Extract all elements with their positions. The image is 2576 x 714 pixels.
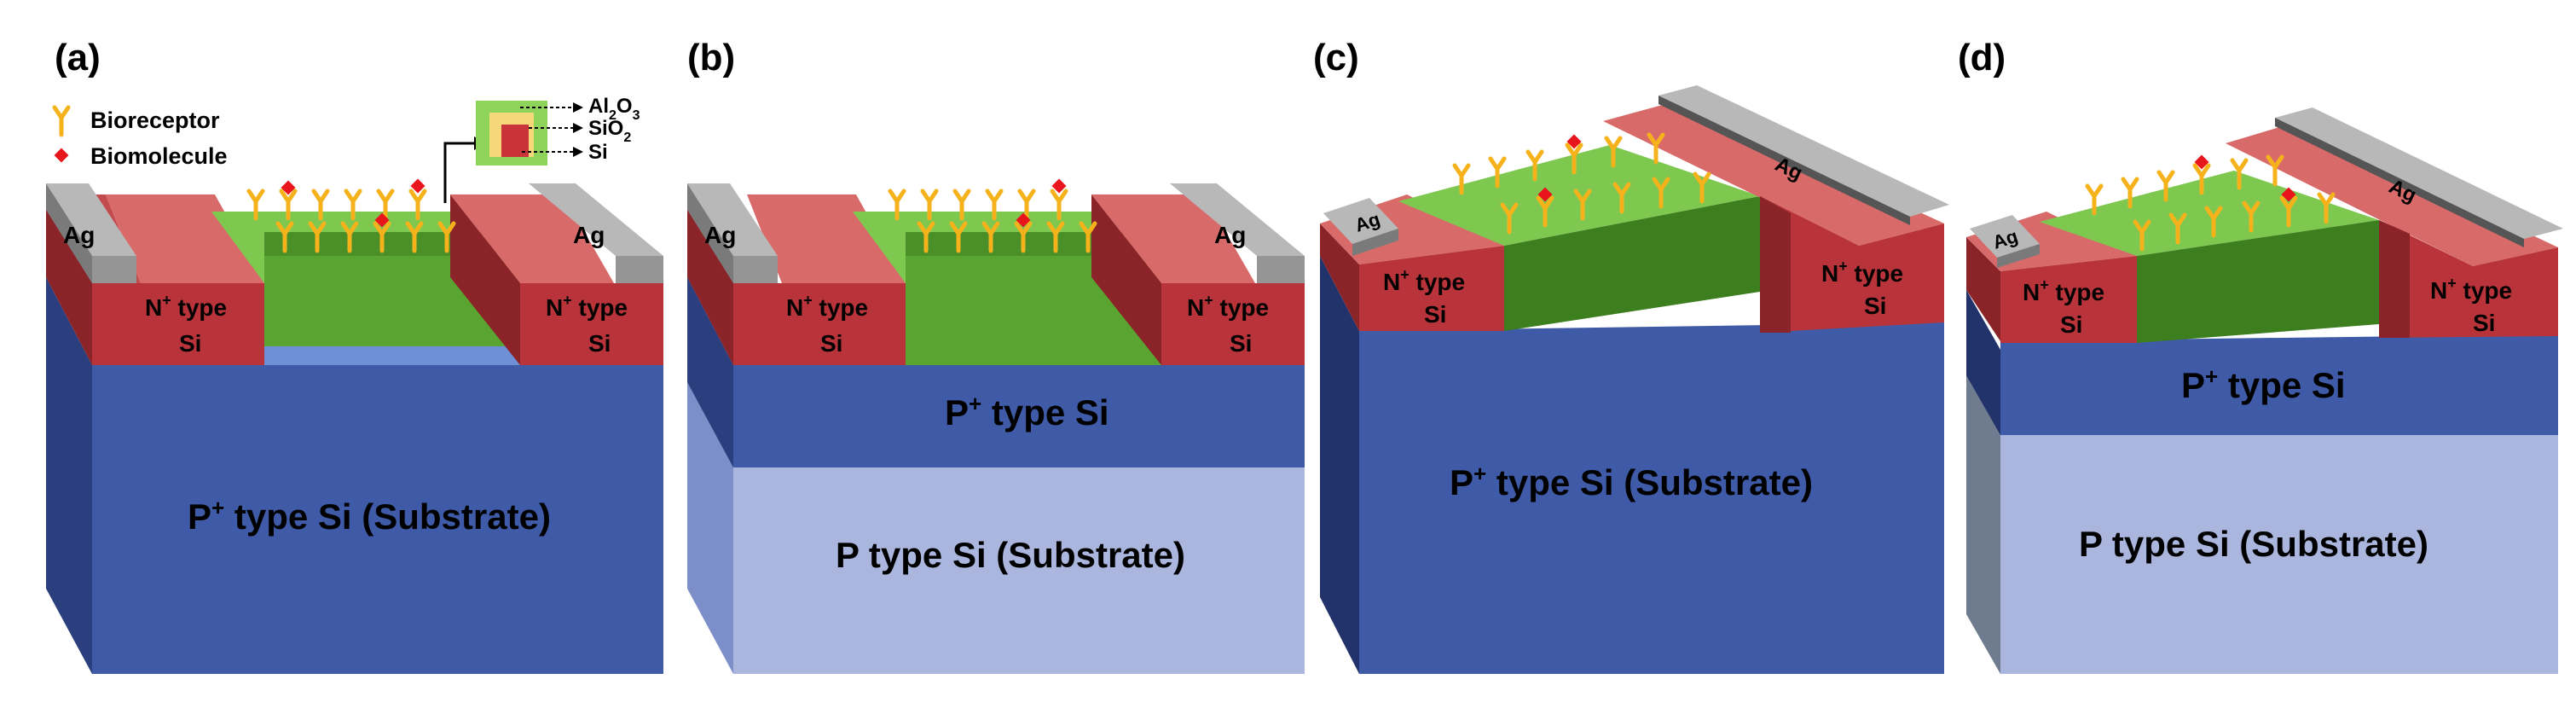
panel-c-channel-front [1504,196,1760,331]
panel-b-ag-right-top [1170,183,1305,256]
legend-bioreceptor-label: Bioreceptor [90,107,220,133]
panel-b-middle-label: P+ type Si [945,391,1109,432]
biomolecule-icon [54,148,69,163]
inset-al2o3-label: Al2O3 [588,95,640,123]
panel-d-middle-side [1966,290,2000,435]
layer-inset: Al2O3 SiO2 Si [443,95,640,203]
panel-c-n-right-label: N+ type Si [1821,258,1910,319]
panel-c-n-right-top [1603,101,1944,246]
panel-c-substrate-side [1320,256,1359,674]
panel-d-middle-front [2000,334,2558,437]
panel-d-ag-right-edge [2275,118,2524,247]
panel-b-n-left-label: N+ type Si [786,292,875,357]
panel-a-n-left-side [46,194,92,365]
panel-b-ag-left-side [687,183,733,283]
panel-a-gate-gap [264,346,520,365]
panel-c-substrate-label: P+ type Si (Substrate) [1450,461,1813,502]
inset-si-label: Si [588,141,608,164]
panel-d-ag-left-top [1970,215,2040,258]
panel-b-substrate-front [733,467,1305,674]
panel-d-ag-right-top [2275,107,2563,239]
panel-b-ag-left-label: Ag [704,222,736,248]
panel-b-n-right-side [1091,194,1161,365]
panel-b-substrate-label: P type Si (Substrate) [836,535,1185,575]
panel-c: (c) Ag Ag N+ type Si N+ type Si [1313,37,1949,674]
panel-a-label: (a) [55,37,101,78]
bioreceptor-icon [55,107,68,135]
panel-d-n-right-label: N+ type Si [2430,275,2519,336]
panel-c-n-left-side [1320,223,1359,331]
panel-d-substrate-front [2000,435,2558,674]
panel-a-ag-right-front [616,256,663,283]
panel-a-ag-right-top [529,183,663,256]
panel-b-n-left-side [687,194,733,365]
panel-d-n-left-label: N+ type Si [2023,276,2111,338]
panel-a-n-right-side [450,194,520,365]
panel-a-substrate-front [92,365,663,674]
panel-b-middle-side [687,277,733,467]
panel-b-ag-left-top [687,183,778,256]
panel-d-n-right-top [2226,123,2558,266]
legend: Bioreceptor Biomolecule [55,107,228,169]
panel-d-middle-label: P+ type Si [2181,363,2346,405]
legend-biomolecule-label: Biomolecule [90,143,228,169]
panel-b-n-right-label: N+ type Si [1187,292,1276,357]
panel-d-substrate-label: P type Si (Substrate) [2079,524,2428,564]
panel-d-n-left-side [1966,237,2000,341]
panel-a-substrate-label: P+ type Si (Substrate) [188,495,551,537]
panel-a-ag-left-front [92,256,136,283]
inset-pointer-arrow [443,142,474,203]
panel-c-ag-left-front [1352,229,1398,256]
panel-a-n-right-front [520,283,663,365]
panel-c-ag-right-top [1658,85,1949,217]
panel-a-ag-left-top [46,183,136,256]
panel-d: (d) Ag Ag N+ type Si N+ type Si [1958,37,2563,674]
panel-d-n-left-front [2000,256,2137,343]
panel-b-ag-right-front [1257,256,1305,283]
panel-a-ag-right-label: Ag [573,222,605,248]
panel-d-n-right-front [2379,220,2558,338]
inset-sio2-label: SiO2 [588,117,631,145]
panel-c-n-left-label: N+ type Si [1383,266,1472,328]
panel-a-ag-left-label: Ag [63,222,95,248]
panel-a-n-left-front [92,283,264,365]
panel-a-n-right-label: N+ type Si [546,292,634,357]
panel-a-n-left-label: N+ type Si [145,292,234,357]
panel-c-substrate-front [1359,322,1944,674]
panel-c-n-right-side [1760,196,1791,333]
panel-b-label: (b) [687,37,735,78]
panel-b-middle-front [733,365,1305,467]
panel-c-label: (c) [1313,37,1359,78]
panel-c-n-left-front [1359,246,1504,331]
panel-d-label: (d) [1958,37,2006,78]
panel-c-n-right-front [1760,196,1944,333]
panel-c-ag-left-top [1323,198,1398,244]
panel-d-channel-front [2137,220,2379,343]
panel-b-ag-right-label: Ag [1214,222,1246,248]
panel-d-n-right-side [2379,220,2410,338]
panel-a: (a) Ag Ag N+ type Si N+ type [46,37,663,674]
panel-c-ag-right-edge [1658,96,1910,225]
panel-a-ag-left-side [46,183,92,283]
panel-d-ag-left-front [1997,244,2040,268]
panel-b-n-left-front [733,283,906,365]
panel-b-ag-left-front [733,256,778,283]
panel-a-substrate-side [46,277,92,674]
panel-b-n-right-front [1161,283,1305,365]
panel-b: (b) Ag Ag N+ type Si N+ type Si [687,37,1305,674]
